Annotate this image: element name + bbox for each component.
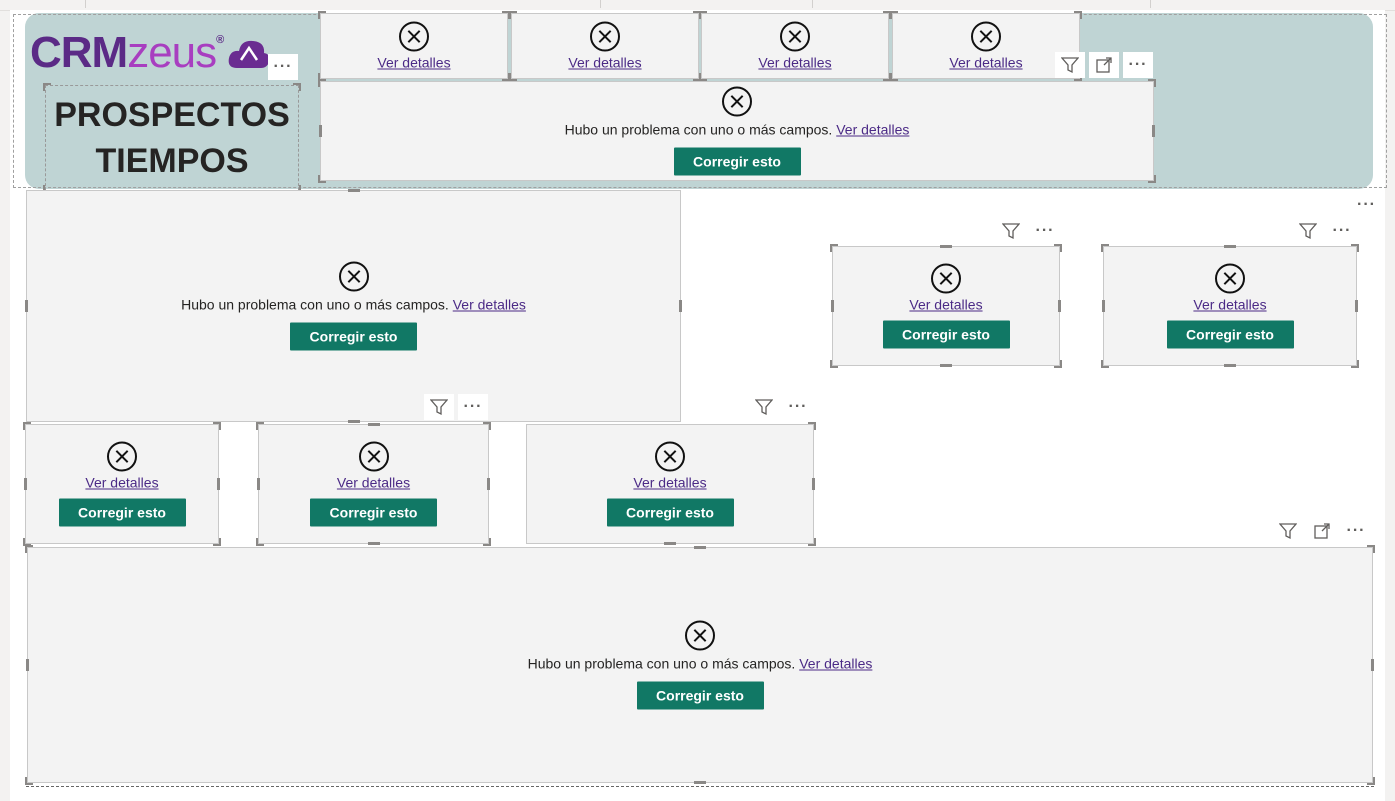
mid-card-3: Ver detalles Corregir esto bbox=[526, 422, 816, 546]
details-link[interactable]: Ver detalles bbox=[377, 54, 451, 71]
fix-button[interactable]: Corregir esto bbox=[673, 147, 801, 176]
right-card-2: Ver detalles Corregir esto bbox=[1101, 244, 1359, 368]
fix-button[interactable]: Corregir esto bbox=[882, 320, 1010, 349]
kpi-card-4: Ver detalles bbox=[890, 11, 1082, 81]
fix-button[interactable]: Corregir esto bbox=[606, 498, 734, 527]
circle-x-icon bbox=[780, 21, 810, 52]
details-link[interactable]: Ver detalles bbox=[758, 54, 832, 71]
visual-toolbar: ··· bbox=[996, 218, 1060, 244]
logo-registered-mark: ® bbox=[216, 34, 224, 46]
more-options-icon[interactable]: ··· bbox=[268, 54, 298, 80]
logo-toolbar: ··· bbox=[268, 54, 298, 80]
circle-x-icon bbox=[107, 441, 137, 472]
details-link[interactable]: Ver detalles bbox=[85, 474, 159, 491]
circle-x-icon bbox=[590, 21, 620, 52]
kpi-card-3: Ver detalles bbox=[699, 11, 891, 81]
circle-x-icon bbox=[399, 21, 429, 52]
title-line-2: TIEMPOS bbox=[95, 142, 249, 180]
fix-button[interactable]: Corregir esto bbox=[58, 498, 186, 527]
logo-zeus-text: zeus bbox=[127, 28, 217, 77]
title-line-1: PROSPECTOS bbox=[54, 96, 290, 134]
kpi-card-1: Ver detalles bbox=[318, 11, 510, 81]
circle-x-icon bbox=[971, 21, 1001, 52]
error-message: Hubo un problema con uno o más campos. V… bbox=[527, 655, 873, 672]
filter-icon[interactable] bbox=[996, 218, 1026, 244]
fix-button[interactable]: Corregir esto bbox=[310, 498, 437, 527]
details-link[interactable]: Ver detalles bbox=[633, 474, 707, 491]
details-link[interactable]: Ver detalles bbox=[1193, 296, 1267, 313]
ruler-tick bbox=[600, 0, 601, 8]
more-options-icon[interactable]: ··· bbox=[783, 394, 813, 420]
focus-mode-icon[interactable] bbox=[1089, 52, 1119, 78]
error-message: Hubo un problema con uno o más campos. V… bbox=[181, 296, 526, 313]
filter-icon[interactable] bbox=[424, 394, 454, 420]
fix-button[interactable]: Corregir esto bbox=[1166, 320, 1294, 349]
circle-x-icon bbox=[358, 441, 389, 472]
ruler-tick bbox=[812, 0, 813, 8]
details-link[interactable]: Ver detalles bbox=[336, 474, 411, 491]
header-error-visual: Hubo un problema con uno o más campos. V… bbox=[318, 79, 1156, 183]
logo-crm-text: CRM bbox=[30, 28, 128, 77]
visual-toolbar: ··· bbox=[749, 394, 813, 420]
right-card-1: Ver detalles Corregir esto bbox=[830, 244, 1062, 368]
details-link[interactable]: Ver detalles bbox=[949, 54, 1023, 71]
details-link[interactable]: Ver detalles bbox=[836, 121, 910, 138]
details-link[interactable]: Ver detalles bbox=[909, 296, 983, 313]
more-options-icon[interactable]: ··· bbox=[1123, 52, 1153, 78]
cloud-icon bbox=[228, 40, 270, 68]
fix-button[interactable]: Corregir esto bbox=[636, 681, 764, 710]
more-options-icon[interactable]: ··· bbox=[1341, 518, 1371, 544]
mid-card-1: Ver detalles Corregir esto bbox=[23, 422, 221, 546]
circle-x-icon bbox=[722, 86, 752, 117]
visual-toolbar: ··· bbox=[1273, 518, 1371, 544]
details-link[interactable]: Ver detalles bbox=[452, 296, 526, 313]
kpi-card-2: Ver detalles bbox=[509, 11, 701, 81]
filter-icon[interactable] bbox=[1273, 518, 1303, 544]
details-link[interactable]: Ver detalles bbox=[799, 655, 873, 672]
more-options-icon[interactable]: ··· bbox=[1327, 218, 1357, 244]
mid-card-2: Ver detalles Corregir esto bbox=[256, 422, 491, 546]
ruler-tick bbox=[85, 0, 86, 8]
filter-icon[interactable] bbox=[1293, 218, 1323, 244]
more-options-icon[interactable]: ··· bbox=[1357, 196, 1376, 213]
page-boundary bbox=[26, 786, 1374, 787]
page-toolbar: ··· bbox=[1357, 196, 1376, 214]
bottom-table-visual: Hubo un problema con uno o más campos. V… bbox=[25, 545, 1375, 785]
circle-x-icon bbox=[1215, 263, 1245, 294]
main-chart-visual: Hubo un problema con uno o más campos. V… bbox=[25, 189, 682, 423]
details-link[interactable]: Ver detalles bbox=[568, 54, 642, 71]
visual-toolbar: ··· bbox=[1293, 218, 1357, 244]
circle-x-icon bbox=[931, 263, 961, 294]
visual-toolbar: ··· bbox=[424, 394, 488, 420]
filter-icon[interactable] bbox=[1055, 52, 1085, 78]
fix-button[interactable]: Corregir esto bbox=[290, 322, 417, 351]
error-message: Hubo un problema con uno o más campos. V… bbox=[564, 121, 910, 138]
circle-x-icon bbox=[655, 441, 685, 472]
more-options-icon[interactable]: ··· bbox=[1030, 218, 1060, 244]
filter-icon[interactable] bbox=[749, 394, 779, 420]
visual-toolbar: ··· bbox=[1055, 52, 1153, 78]
more-options-icon[interactable]: ··· bbox=[458, 394, 488, 420]
circle-x-icon bbox=[338, 261, 369, 292]
focus-mode-icon[interactable] bbox=[1307, 518, 1337, 544]
page-title: PROSPECTOS TIEMPOS bbox=[43, 83, 301, 193]
circle-x-icon bbox=[685, 620, 715, 651]
ruler-tick bbox=[1150, 0, 1151, 8]
